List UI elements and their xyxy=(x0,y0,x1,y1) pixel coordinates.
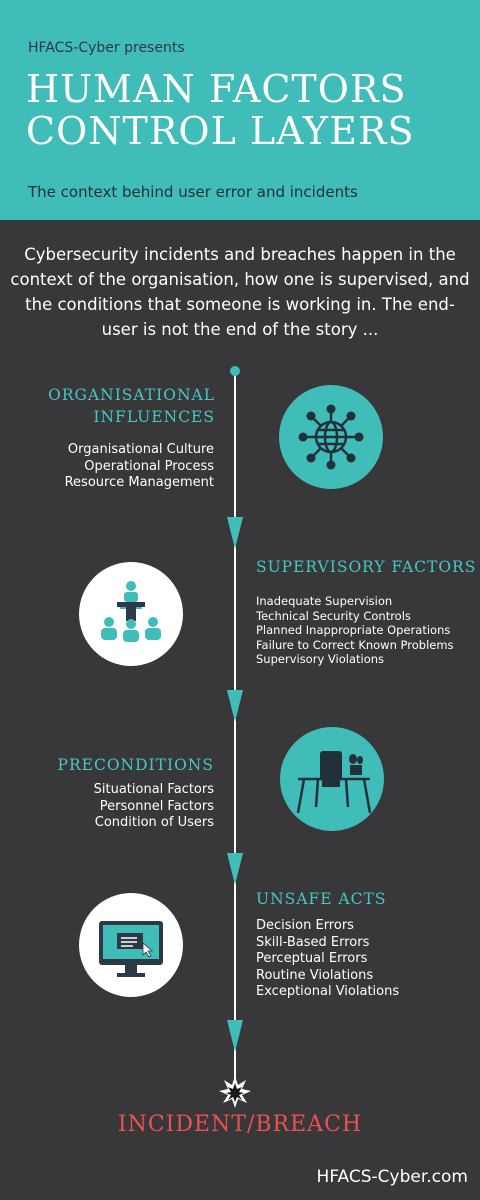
header-banner: HFACS-Cyber presents HUMAN FACTORS CONTR… xyxy=(0,0,480,220)
list-item: Situational Factors xyxy=(93,782,214,797)
section-title-unsafe-acts: UNSAFE ACTS xyxy=(256,890,387,908)
section-list-unsafe-acts: Decision Errors Skill-Based Errors Perce… xyxy=(256,918,399,1001)
list-item: Decision Errors xyxy=(256,918,354,933)
section-title-preconditions: PRECONDITIONS xyxy=(57,756,214,774)
title-line-1: HUMAN FACTORS xyxy=(26,67,407,111)
list-item: Personnel Factors xyxy=(99,798,214,814)
section-title-supervisory: SUPERVISORY FACTORS xyxy=(256,558,477,576)
list-item: Routine Violations xyxy=(256,967,374,983)
incident-breach-label: INCIDENT/BREACH xyxy=(117,1112,363,1137)
list-item: Supervisory Violations xyxy=(256,652,385,666)
presenter-audience-icon xyxy=(79,562,183,666)
section-list-organisational: Organisational Culture Operational Proce… xyxy=(65,442,214,492)
list-item: Inadequate Supervision xyxy=(256,594,393,608)
list-item: Resource Management xyxy=(64,475,214,490)
computer-monitor-icon xyxy=(79,893,183,997)
title-line-2: CONTROL LAYERS xyxy=(26,109,415,153)
timeline-arrow-1 xyxy=(227,517,243,549)
page-title: HUMAN FACTORS CONTROL LAYERS xyxy=(26,68,415,152)
globe-network-icon xyxy=(279,385,383,489)
timeline-arrow-3 xyxy=(227,853,243,885)
list-item: Technical Security Controls xyxy=(256,608,411,623)
list-item: Failure to Correct Known Problems xyxy=(256,637,454,652)
presents-text: HFACS-Cyber presents xyxy=(28,40,185,56)
list-item: Organisational Culture xyxy=(67,442,214,457)
subtitle: The context behind user error and incide… xyxy=(28,183,358,201)
list-item: Planned Inappropriate Operations xyxy=(256,623,451,637)
desk-chair-icon xyxy=(280,727,384,831)
timeline-start-dot xyxy=(230,366,240,376)
section-list-preconditions: Situational Factors Personnel Factors Co… xyxy=(94,782,214,832)
list-item: Perceptual Errors xyxy=(256,951,368,966)
list-item: Condition of Users xyxy=(94,815,214,830)
list-item: Exceptional Violations xyxy=(256,984,400,999)
section-title-organisational: ORGANISATIONAL INFLUENCES xyxy=(48,386,215,426)
section-list-supervisory: Inadequate Supervision Technical Securit… xyxy=(256,594,454,667)
list-item: Operational Process xyxy=(84,458,214,474)
list-item: Skill-Based Errors xyxy=(256,934,370,950)
intro-paragraph: Cybersecurity incidents and breaches hap… xyxy=(10,245,470,339)
timeline-arrow-4 xyxy=(227,1020,243,1052)
timeline-arrow-2 xyxy=(227,690,243,722)
footer-website[interactable]: HFACS-Cyber.com xyxy=(316,1167,468,1187)
explosion-icon xyxy=(219,1076,251,1108)
